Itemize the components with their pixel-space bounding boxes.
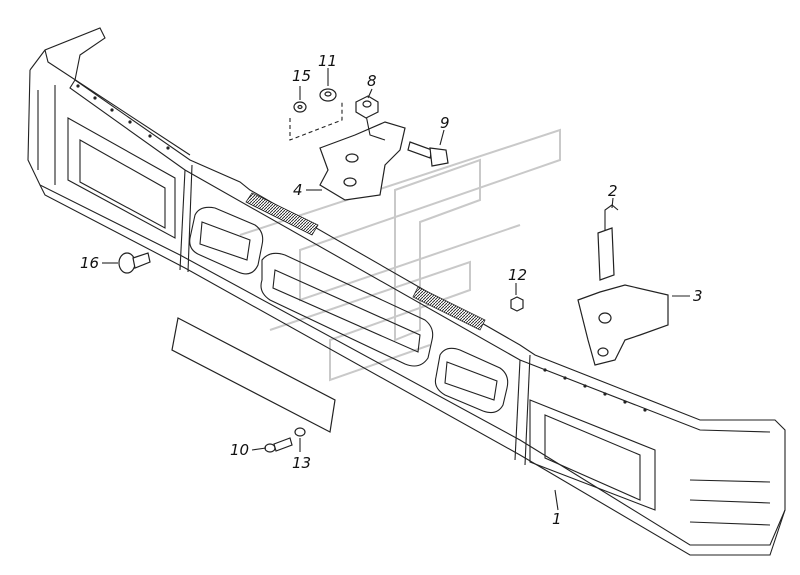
screw	[264, 437, 293, 453]
watermark-logo	[239, 128, 561, 382]
hinge-bracket	[577, 284, 669, 366]
label-11: 11	[318, 52, 337, 70]
label-16: 16	[80, 254, 99, 272]
bumper-body	[27, 27, 786, 556]
label-4: 4	[293, 181, 303, 199]
washer	[293, 101, 307, 113]
callout-labels: 1 2 3 4 8 9 10 11 12 13 15 16	[80, 52, 703, 528]
mounting-bracket	[319, 109, 406, 201]
label-15: 15	[292, 67, 311, 85]
label-9: 9	[440, 114, 450, 132]
leader-lines	[102, 68, 690, 511]
label-1: 1	[552, 510, 562, 528]
label-3: 3	[693, 287, 703, 305]
label-2: 2	[608, 182, 618, 200]
label-12: 12	[508, 266, 527, 284]
label-13: 13	[292, 454, 311, 472]
mushroom-bolt	[118, 252, 151, 274]
label-8: 8	[367, 72, 377, 90]
nut	[355, 95, 379, 119]
bolt	[407, 141, 449, 167]
license-plate	[171, 317, 336, 433]
nut-12	[510, 296, 524, 312]
small-nut	[319, 88, 337, 102]
clip	[294, 427, 306, 437]
label-10: 10	[230, 441, 249, 459]
pin	[597, 204, 619, 281]
